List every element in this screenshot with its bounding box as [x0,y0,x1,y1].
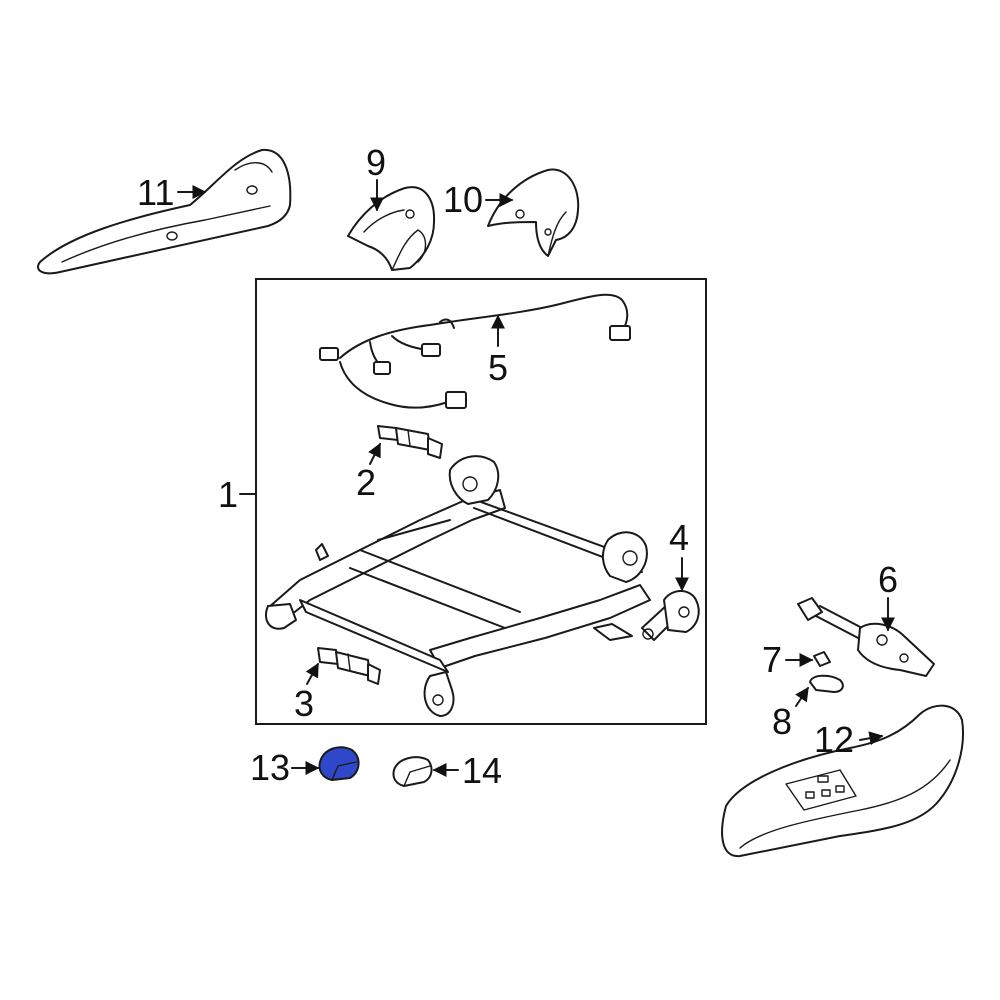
part-2-seat-motor-upper[interactable] [377,425,443,459]
callout-9: 9 [366,142,386,183]
highlighted-part-shape [318,746,360,781]
harness-connector [373,361,391,375]
harness-connector [609,325,631,341]
callout-8: 8 [772,701,792,742]
part-7-clip[interactable] [813,651,831,667]
leader-lines [177,179,895,777]
part-1-seat-track-frame[interactable] [265,455,651,717]
part-14-seat-adjuster-knob[interactable] [392,756,433,787]
callout-5: 5 [488,347,508,388]
callout-7: 7 [762,639,782,680]
callout-4: 4 [669,517,689,558]
callout-1: 1 [218,474,238,515]
part-4-recliner-actuator[interactable] [641,590,700,641]
part-9-recliner-cover-inner[interactable] [347,186,436,271]
part-12-outer-seat-shield[interactable] [721,704,964,858]
part-6-power-seat-motor[interactable] [797,597,935,677]
part-5-wire-harness[interactable] [319,293,631,409]
callout-12: 12 [814,719,854,760]
callout-2: 2 [356,462,376,503]
part-10-recliner-cover-outer[interactable] [487,168,580,257]
callout-14: 14 [462,750,502,791]
callout-3: 3 [294,683,314,724]
callout-13: 13 [250,747,290,788]
callout-6: 6 [878,559,898,600]
callout-11: 11 [137,172,174,213]
part-11-seat-side-cover[interactable] [37,148,292,275]
callout-10: 10 [443,179,483,220]
seat-track-assembly-frame [255,278,707,725]
part-13-seat-adjuster-knob[interactable] [318,746,360,781]
harness-connector [319,347,339,361]
harness-connector [445,391,467,409]
part-8-switch-knob[interactable] [809,674,844,693]
harness-connector [421,343,441,357]
part-3-seat-motor-lower[interactable] [317,647,381,685]
